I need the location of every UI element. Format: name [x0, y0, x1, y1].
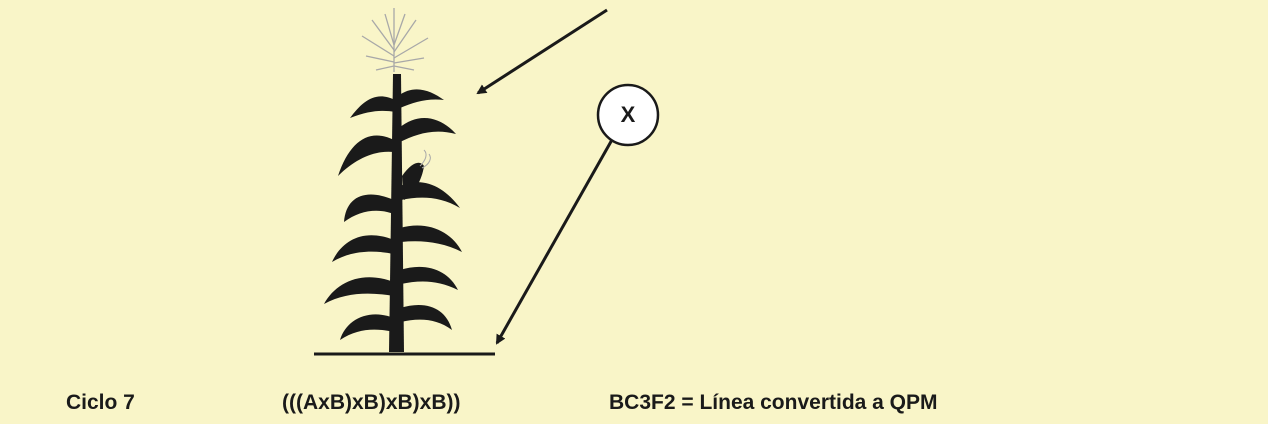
corn-plant-icon	[324, 8, 462, 352]
arrow-to-tassel	[476, 8, 608, 95]
formula-label: (((AxB)xB)xB)xB))	[282, 391, 461, 414]
arrow-to-base	[495, 137, 615, 345]
tassel-icon	[361, 8, 429, 72]
result-label: BC3F2 = Línea convertida a QPM	[609, 391, 938, 414]
circle-marker-icon	[596, 83, 660, 147]
marker-label: X	[620, 102, 636, 127]
cycle-label: Ciclo 7	[66, 391, 135, 414]
